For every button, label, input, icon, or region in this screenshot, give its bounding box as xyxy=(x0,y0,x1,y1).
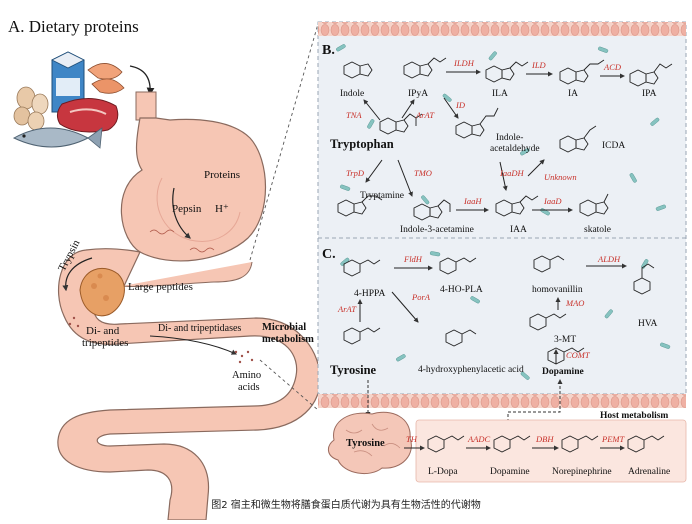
zoom-connector-lines xyxy=(249,23,319,411)
pancreas xyxy=(79,268,125,317)
enzyme-aadc: AADC xyxy=(467,434,491,444)
enzymes-b: TNA ArAT ILDH ILD ACD ID IaaDH Unknown T… xyxy=(346,58,622,206)
trypsin-arrow xyxy=(62,257,93,292)
enzyme-fldh: FldH xyxy=(403,254,423,264)
small-intestine xyxy=(57,248,321,521)
label-di-tripeptides-2: tripeptides xyxy=(82,337,128,349)
enzyme-arat-b: ArAT xyxy=(415,110,435,120)
label-di-tripeptides-1: Di- and xyxy=(86,325,120,337)
figure-caption: 图2 宿主和微生物将膳食蛋白质代谢为具有生物活性的代谢物 xyxy=(211,498,481,511)
host-metabolism-title: Host metabolism xyxy=(600,411,668,421)
compound-hva: HVA xyxy=(638,319,657,329)
intestinal-villi-bottom xyxy=(318,394,686,408)
dietary-food-illustration xyxy=(12,51,125,149)
brain xyxy=(328,411,412,475)
pepsin-arrow xyxy=(172,187,191,239)
amino-acid-dots xyxy=(68,316,254,364)
enzyme-iaad: IaaD xyxy=(543,196,562,206)
compound-ia: IA xyxy=(568,89,578,99)
panel-a: A. Dietary proteins xyxy=(8,17,321,521)
panel-a-title: A. Dietary proteins xyxy=(8,17,139,36)
label-proteins: Proteins xyxy=(204,169,240,181)
label-h-plus: H⁺ xyxy=(215,203,229,215)
molecule-structures-host xyxy=(427,435,665,453)
label-large-peptides: Large peptides xyxy=(128,281,193,293)
label-amino-1: Amino xyxy=(232,370,261,381)
compound-dopamine-gut: Dopamine xyxy=(542,367,584,377)
enzyme-comt: COMT xyxy=(566,350,591,360)
compound-ila: ILA xyxy=(492,89,508,99)
host-pathway-background xyxy=(415,419,687,483)
enzyme-ildh: ILDH xyxy=(453,58,475,68)
enzyme-tna: TNA xyxy=(346,110,362,120)
bacteria-decoration xyxy=(336,44,671,380)
enzymes-host: TH AADC DBH PEMT xyxy=(406,434,625,444)
compound-homovanillin: homovanillin xyxy=(532,285,583,295)
enzymes-c: ArAT FldH PorA MAO ALDH COMT xyxy=(337,254,621,360)
host-metabolism: Tyrosine Host metabolism TH AADC DBH PEM… xyxy=(328,379,687,483)
enzyme-unknown: Unknown xyxy=(544,172,577,182)
enzyme-pora: PorA xyxy=(411,292,431,302)
molecule-structures-c xyxy=(343,255,655,365)
compound-ipya: IPyA xyxy=(408,89,428,99)
compound-ipa: IPA xyxy=(642,89,657,99)
enzyme-trpd: TrpD xyxy=(346,168,365,178)
compound-iaa: IAA xyxy=(510,225,527,235)
enzyme-iaadh: IaaDH xyxy=(499,168,524,178)
panel-c-label: C. xyxy=(322,247,336,262)
enzyme-mao: MAO xyxy=(565,298,584,308)
enzyme-dbh: DBH xyxy=(535,434,554,444)
label-di-tripeptidases: Di- and tripeptidases xyxy=(158,323,241,334)
microbial-label-2: metabolism xyxy=(262,334,314,345)
compound-tyrosine: Tyrosine xyxy=(330,363,377,377)
compound-adrenaline: Adrenaline xyxy=(628,467,670,477)
compound-indole: Indole xyxy=(340,89,364,99)
compound-4-ho-pla: 4-HO-PLA xyxy=(440,285,483,295)
brain-tyrosine: Tyrosine xyxy=(346,438,385,449)
enzyme-pemt: PEMT xyxy=(601,434,625,444)
enzyme-th: TH xyxy=(406,434,418,444)
compound-skatole: skatole xyxy=(584,225,611,235)
compound-dopamine-host: Dopamine xyxy=(490,467,530,477)
microbial-label-1: Microbial xyxy=(262,322,306,333)
enzyme-ild: ILD xyxy=(531,60,547,70)
label-amino-2: acids xyxy=(238,382,260,393)
peptide-squiggle xyxy=(189,247,215,253)
intestinal-villi-top xyxy=(318,22,686,36)
compound-3-mt: 3-MT xyxy=(554,335,576,345)
enzyme-aldh: ALDH xyxy=(597,254,621,264)
pathway-arrows-b xyxy=(363,69,625,213)
molecule-structures-b xyxy=(337,57,673,221)
compound-tryptophan: Tryptophan xyxy=(330,137,394,151)
panel-c: C. 4-HPPA 4- xyxy=(322,247,657,377)
enzyme-arat-c: ArAT xyxy=(337,304,357,314)
compound-4-hppa: 4-HPPA xyxy=(354,289,385,299)
compound-indole-acetaldehyde-1: Indole- xyxy=(496,133,523,143)
pathway-arrows-c xyxy=(357,263,627,364)
compound-indole-acetaldehyde-2: acetaldehyde xyxy=(490,144,540,154)
enzyme-iaah: IaaH xyxy=(463,196,482,206)
label-pepsin: Pepsin xyxy=(172,203,202,215)
enzyme-tmo: TMO xyxy=(414,168,432,178)
compound-tryptamine: Tryptamine xyxy=(360,191,404,201)
compound-icda: ICDA xyxy=(602,141,625,151)
enzyme-id: ID xyxy=(455,100,466,110)
enzyme-acd: ACD xyxy=(603,62,622,72)
compound-4-hydroxyphenylacetic-acid: 4-hydroxyphenylacetic acid xyxy=(418,365,524,375)
peptide-squiggle xyxy=(149,229,175,235)
panel-b: B. xyxy=(322,43,673,235)
compound-norepinephrine: Norepinephrine xyxy=(552,467,612,477)
panel-b-label: B. xyxy=(322,43,335,58)
microbial-panel-background xyxy=(317,21,687,395)
compound-indole-3-acetamine: Indole-3-acetamine xyxy=(400,225,474,235)
compound-l-dopa: L-Dopa xyxy=(428,467,458,477)
stomach xyxy=(120,91,266,262)
dipeptidase-arrow xyxy=(149,335,238,355)
ingestion-arrow xyxy=(129,65,155,96)
